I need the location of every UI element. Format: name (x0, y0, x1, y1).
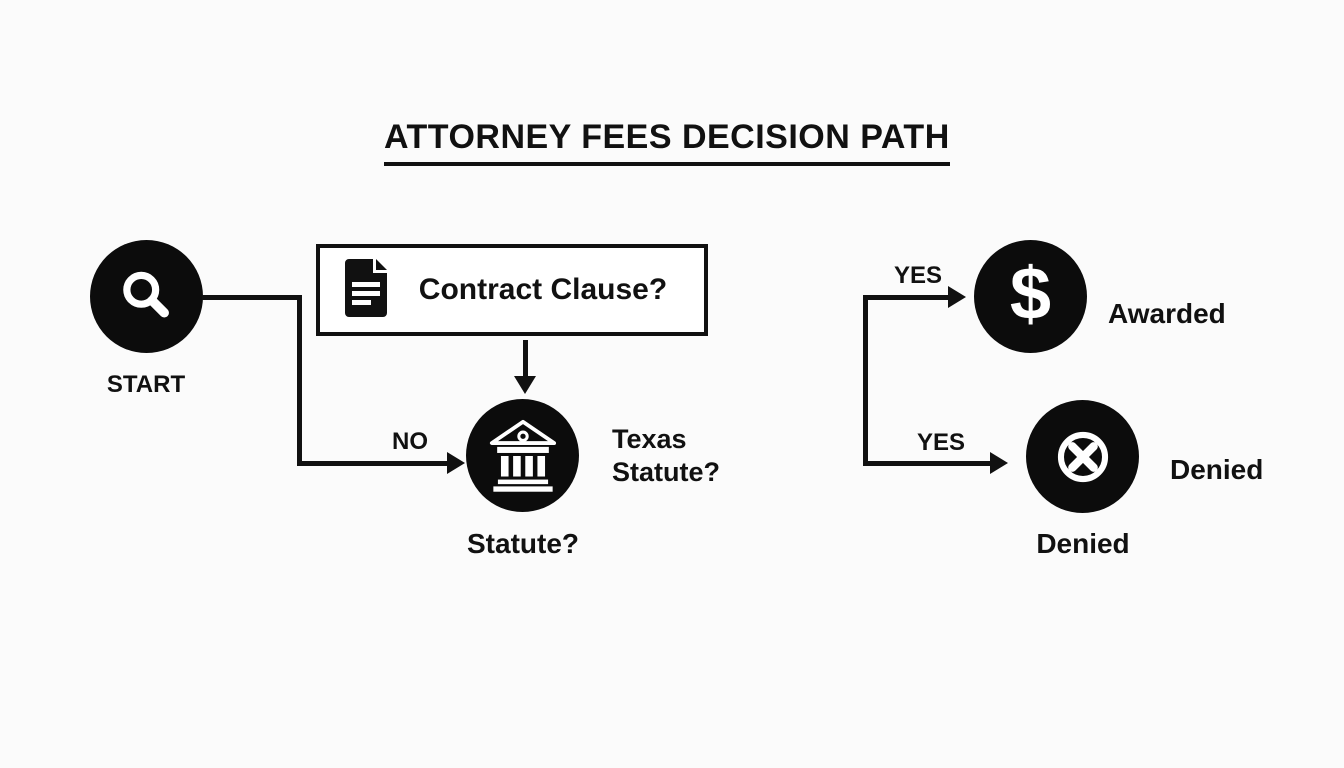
edge-no-horizontal (297, 461, 449, 466)
arrowhead-yes-top (948, 286, 966, 308)
document-icon (344, 258, 390, 323)
start-node (90, 240, 203, 353)
start-label: START (106, 371, 186, 398)
bank-icon (485, 418, 561, 494)
denied-side-label: Denied (1170, 454, 1264, 485)
statute-side-label-line1: Texas (612, 424, 687, 454)
denied-node (1026, 400, 1139, 513)
awarded-label: Awarded (1108, 298, 1226, 329)
arrowhead-yes-bottom (990, 452, 1008, 474)
circle-x-icon (1045, 419, 1121, 495)
edge-yes-vertical (863, 295, 868, 466)
edge-yes-bottom-horizontal (863, 461, 993, 466)
yes-bottom-edge-label: YES (916, 429, 966, 456)
no-edge-label: NO (392, 428, 428, 455)
contract-clause-label: Contract Clause? (418, 273, 668, 306)
yes-top-edge-label: YES (893, 262, 943, 289)
statute-bottom-label: Statute? (467, 528, 579, 559)
diagram-title: ATTORNEY FEES DECISION PATH (384, 118, 950, 166)
magnifier-icon (111, 261, 183, 333)
contract-clause-box: Contract Clause? (316, 244, 708, 336)
awarded-node: $ (974, 240, 1087, 353)
edge-box-down (523, 340, 528, 378)
statute-side-label: Texas Statute? (612, 423, 720, 489)
denied-bottom-label: Denied (1036, 528, 1130, 559)
statute-node (466, 399, 579, 512)
statute-side-label-line2: Statute? (612, 457, 720, 487)
edge-yes-top-horizontal (863, 295, 951, 300)
edge-start-vertical (297, 295, 302, 466)
arrowhead-no (447, 452, 465, 474)
edge-start-horizontal (202, 295, 302, 300)
dollar-icon: $ (1009, 251, 1052, 335)
arrowhead-down (514, 376, 536, 394)
